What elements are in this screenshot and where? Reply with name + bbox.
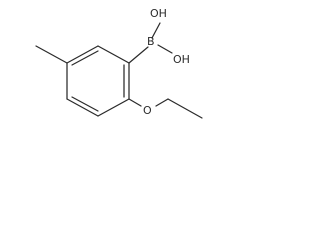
boron-oh-bottom-bond — [157, 44, 173, 54]
ch2-ch3-bond — [167, 98, 203, 119]
methyl-bond — [35, 45, 68, 64]
boron-oh-top-bond — [151, 22, 161, 39]
ring-bond-c6-c1 — [97, 45, 130, 64]
ring-double-bond-inner — [71, 96, 99, 112]
ring-double-bond-inner — [71, 50, 99, 66]
oxygen-ch2-bond — [155, 98, 169, 107]
ring-bond-c4-c5 — [97, 98, 130, 117]
benzene-ring — [66, 45, 130, 117]
boron-atom-label: B — [147, 35, 155, 48]
hydroxyl-bottom-label: OH — [173, 53, 190, 66]
ring-bond-c1-c2 — [66, 45, 99, 64]
ether-oxygen-label: O — [143, 104, 152, 117]
ring-bond-c3-c4 — [66, 98, 99, 117]
carbon-boron-bond — [128, 46, 149, 64]
hydroxyl-top-label: OH — [150, 7, 167, 20]
chemical-structure-diagram: B OH OH O — [35, 7, 203, 119]
carbon-oxygen-bond — [128, 98, 142, 107]
